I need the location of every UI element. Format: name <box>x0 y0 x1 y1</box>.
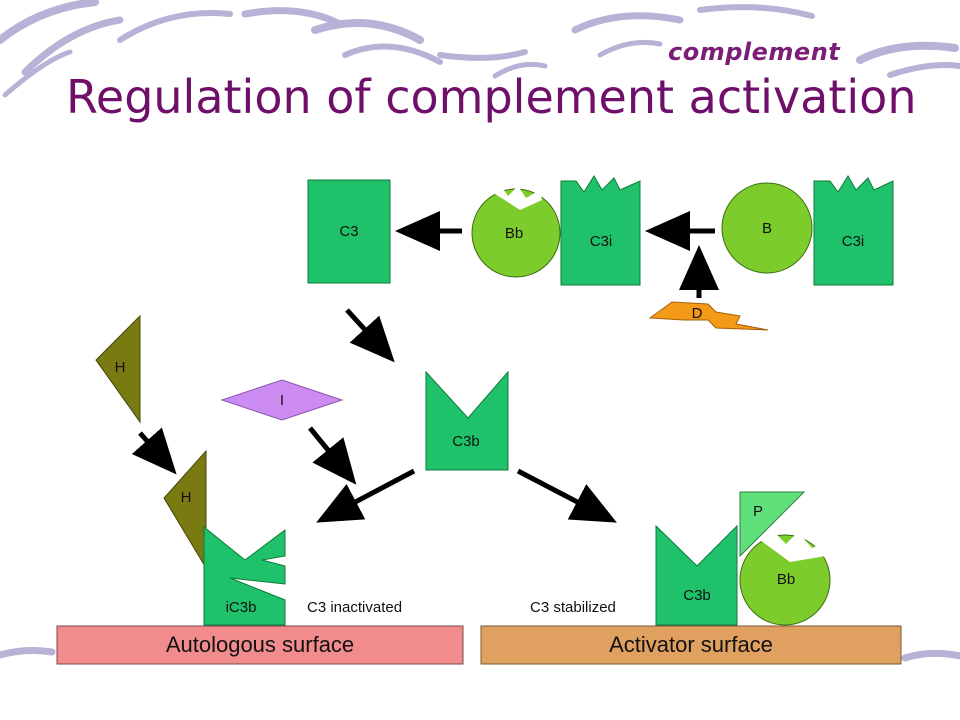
arrow-c3b-to-ic3b <box>316 468 416 523</box>
factor-i-label: I <box>280 392 284 409</box>
ic3b-block <box>203 525 286 626</box>
c3i-right-block <box>813 175 894 286</box>
factor-h-bottom-label: H <box>181 489 192 506</box>
status-inactivated-label: C3 inactivated <box>307 599 402 616</box>
properdin-shape <box>739 491 806 558</box>
bb-top-notch <box>492 184 542 210</box>
bb-right-notch <box>760 530 826 562</box>
activator-surface-bar <box>480 625 902 665</box>
arrow-c3-to-c3b <box>345 308 395 363</box>
c3b-center-label: C3b <box>452 433 480 450</box>
factor-i-diamond <box>220 379 344 421</box>
factor-h-top-label: H <box>115 359 126 376</box>
factor-h-bottom-shape <box>163 449 207 570</box>
status-stabilized-label: C3 stabilized <box>530 599 616 616</box>
b-circle <box>721 182 813 274</box>
c3-block <box>307 179 391 284</box>
c3-label: C3 <box>339 223 358 240</box>
ic3b-label: iC3b <box>226 599 257 616</box>
factor-d-label: D <box>692 305 703 322</box>
b-label: B <box>762 220 772 237</box>
autologous-surface-label: Autologous surface <box>166 632 354 657</box>
slide-tag: complement <box>668 38 841 66</box>
activator-surface-label: Activator surface <box>609 632 773 657</box>
bb-top-label: Bb <box>505 225 523 242</box>
c3b-right-label: C3b <box>683 587 711 604</box>
bb-right-label: Bb <box>777 571 795 588</box>
c3b-center-block <box>425 370 509 471</box>
arrow-c3b-to-stabilized <box>516 468 617 523</box>
factor-h-top-shape <box>95 314 141 424</box>
c3i-left-block <box>560 175 641 286</box>
properdin-label: P <box>753 503 763 520</box>
factor-d-shape <box>648 301 769 331</box>
arrow-i-to-ic3b <box>308 426 357 485</box>
autologous-surface-bar <box>56 625 464 665</box>
c3i-right-label: C3i <box>842 233 865 250</box>
slide-title: Regulation of complement activation <box>66 70 917 124</box>
c3b-right-block <box>655 524 738 626</box>
arrow-h-to-h <box>131 427 177 475</box>
c3i-left-label: C3i <box>590 233 613 250</box>
